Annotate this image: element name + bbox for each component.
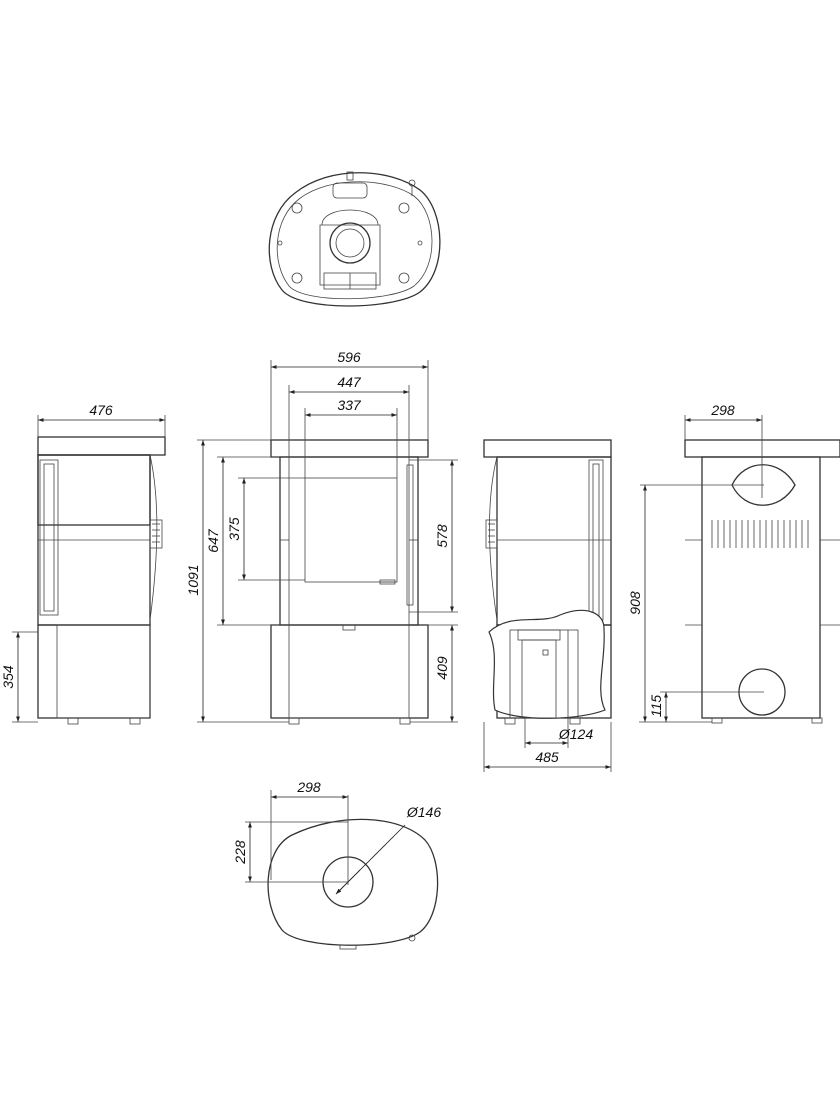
dim-rear-flue-height: 908 <box>627 591 643 615</box>
dim-front-base-height: 409 <box>434 656 450 680</box>
top-plan-view <box>245 790 439 950</box>
dim-front-door-height: 647 <box>205 528 221 553</box>
dim-front-opening-inner: 337 <box>337 397 362 413</box>
dim-side-left-inlet-height: 354 <box>0 665 16 689</box>
dim-front-right-upper: 578 <box>434 524 450 548</box>
left-side-view <box>12 415 166 725</box>
dim-side-right-depth: 485 <box>535 749 559 765</box>
bottom-view <box>268 171 441 307</box>
rear-vent-grille <box>711 520 809 548</box>
right-side-view <box>483 439 612 772</box>
dim-rear-offset: 298 <box>710 402 735 418</box>
dim-top-offset-y: 228 <box>232 840 248 865</box>
dim-top-flue-diameter: Ø146 <box>406 804 441 820</box>
front-view <box>197 360 458 725</box>
dim-top-offset-x: 298 <box>296 779 321 795</box>
dim-front-width: 596 <box>337 349 361 365</box>
dim-front-total-height: 1091 <box>185 564 201 595</box>
rear-view <box>639 415 840 724</box>
dim-front-glass-height: 375 <box>226 517 242 541</box>
dim-side-left-depth: 476 <box>89 402 113 418</box>
dim-front-opening-outer: 447 <box>337 374 362 390</box>
dim-side-right-air-diameter: Ø124 <box>558 726 593 742</box>
dim-rear-air-height: 115 <box>648 695 664 718</box>
